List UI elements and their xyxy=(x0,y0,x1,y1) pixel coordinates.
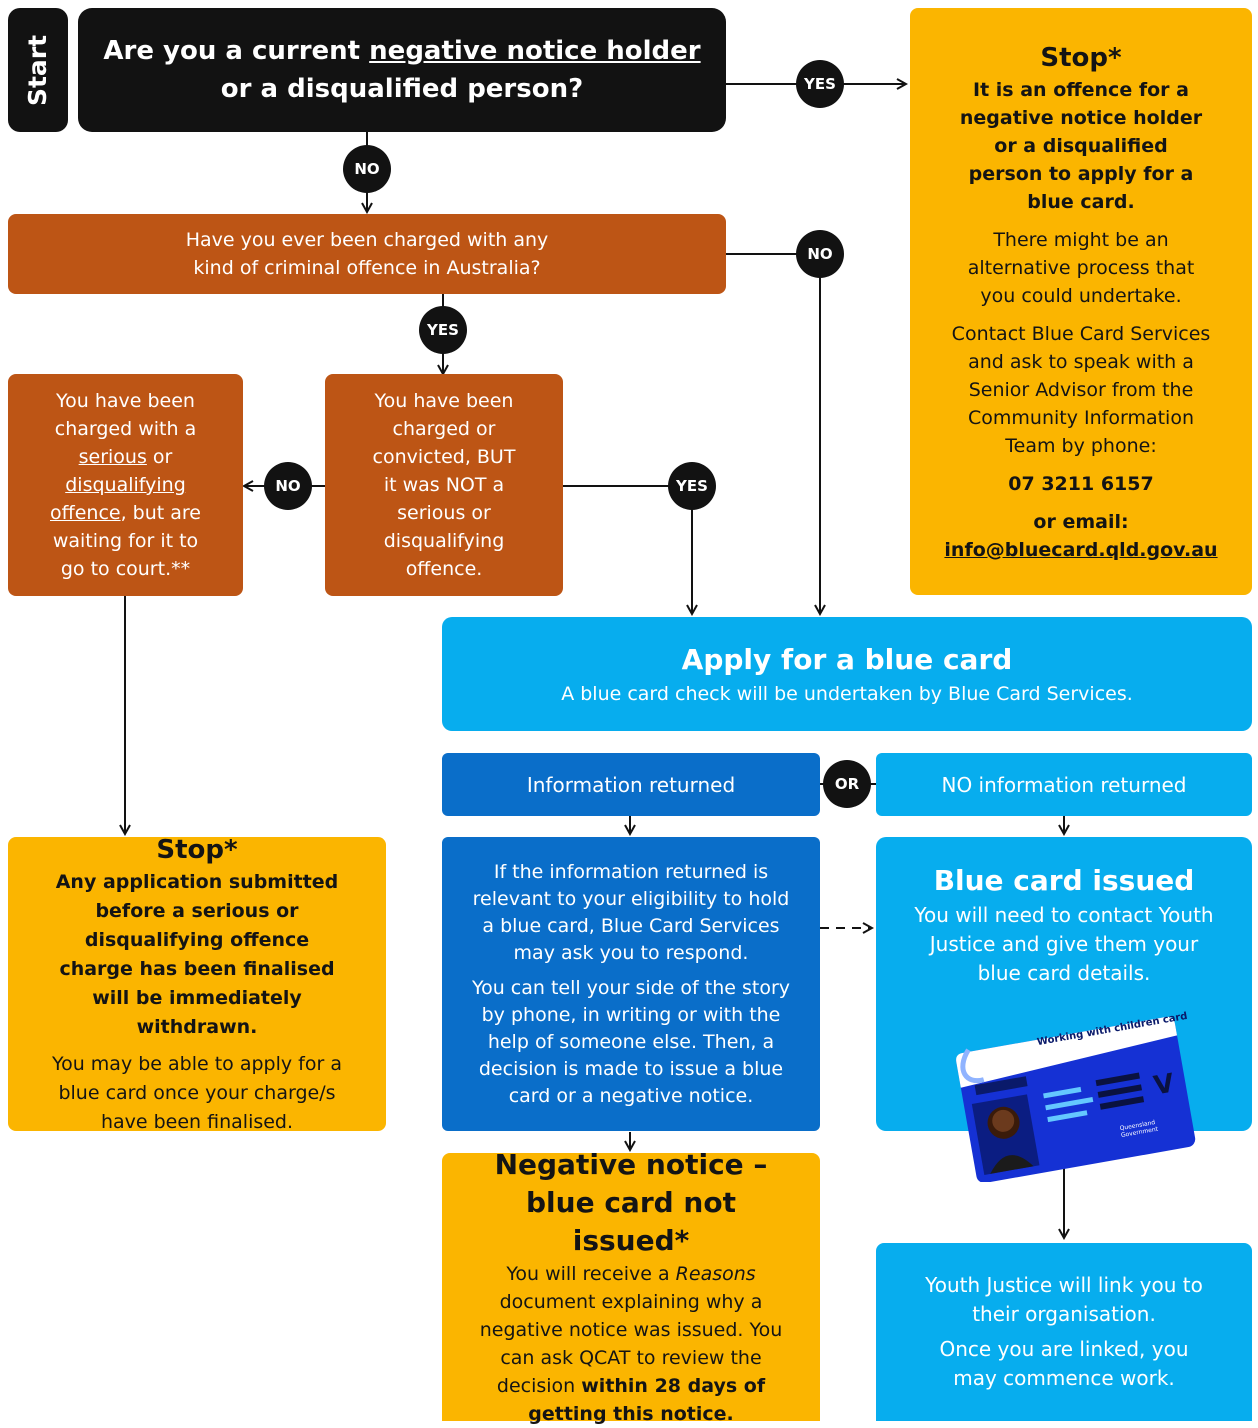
stop-alternative-text: There might be an alternative process th… xyxy=(967,228,1195,307)
stop-offence-text: It is an offence for a negative notice h… xyxy=(959,78,1203,213)
no-badge: NO xyxy=(264,462,312,510)
stop-withdrawn-box: Stop* Any application submitted before a… xyxy=(8,835,386,1133)
arrow-q2-no-to-apply xyxy=(726,253,820,614)
card-svg xyxy=(956,1016,1196,1183)
apply-subtitle: A blue card check will be undertaken by … xyxy=(561,683,1133,705)
question-negative-notice: Are you a current negative notice holder… xyxy=(78,8,726,132)
issued-title: Blue card issued xyxy=(933,864,1195,897)
stop-apply-later-text: You may be able to apply for a blue card… xyxy=(52,1052,342,1133)
email-label: or email: xyxy=(1033,510,1129,533)
negative-title-1: Negative notice – xyxy=(494,1148,768,1181)
or-badge: OR xyxy=(823,760,871,808)
arrow-yes-to-apply xyxy=(563,485,692,614)
question-criminal-offence: Have you ever been charged with any kind… xyxy=(8,214,726,294)
start-label: Start xyxy=(8,8,68,132)
no-badge: NO xyxy=(343,145,391,193)
no-information-returned-bar: NO information returned xyxy=(876,753,1252,816)
information-detail-box: If the information returned is relevant … xyxy=(442,837,820,1131)
disqualifying-offence-link[interactable]: disqualifying offence xyxy=(50,474,186,524)
stop-withdrawn-text: Any application submitted before a serio… xyxy=(55,870,339,1038)
no-badge: NO xyxy=(796,230,844,278)
apply-blue-card-box: Apply for a blue card A blue card check … xyxy=(442,617,1252,731)
blue-card-illustration: Working with children card V Queensland … xyxy=(948,1010,1202,1183)
yes-badge: YES xyxy=(668,462,716,510)
phone-number: 07 3211 6157 xyxy=(1008,472,1154,495)
yes-badge: YES xyxy=(796,60,844,108)
stop-contact-text: Contact Blue Card Services and ask to sp… xyxy=(951,322,1211,457)
yes-badge: YES xyxy=(419,306,467,354)
charged-not-serious-box: You have been charged or convicted, BUT … xyxy=(325,374,563,596)
negative-notice-box: Negative notice – blue card not issued* … xyxy=(442,1148,820,1425)
charged-waiting-box: You have been charged with a serious or … xyxy=(8,374,243,596)
issued-text: You will need to contact Youth Justice a… xyxy=(914,903,1214,985)
youth-justice-link-box: Youth Justice will link you to their org… xyxy=(876,1243,1252,1421)
negative-title-2: blue card not issued* xyxy=(526,1186,736,1257)
serious-offence-link[interactable]: serious xyxy=(78,446,147,468)
stop-title: Stop* xyxy=(1040,42,1122,73)
stop-title: Stop* xyxy=(156,834,238,865)
information-returned-bar: Information returned xyxy=(442,753,820,816)
negative-notice-holder-link[interactable]: negative notice holder xyxy=(369,36,701,66)
stop-offence-box: Stop* It is an offence for a negative no… xyxy=(910,8,1252,595)
email-link[interactable]: info@bluecard.qld.gov.au xyxy=(944,538,1218,561)
apply-title: Apply for a blue card xyxy=(681,643,1013,676)
